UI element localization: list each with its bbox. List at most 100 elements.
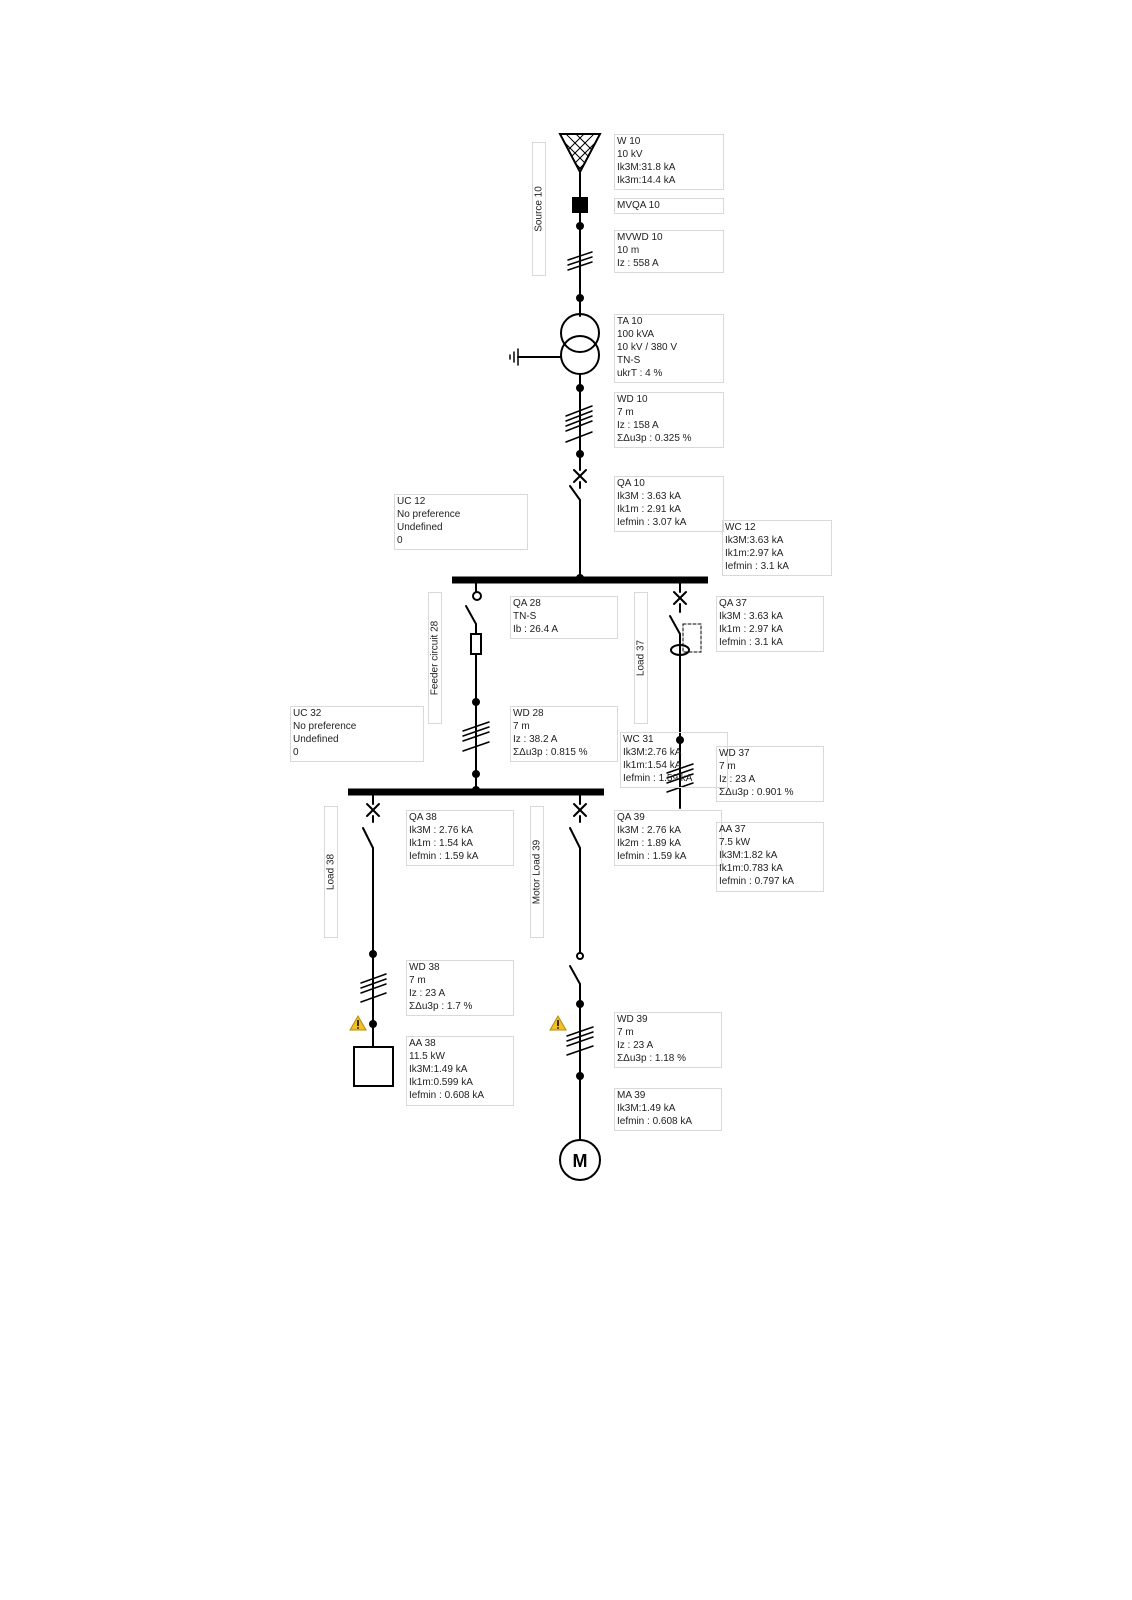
label-line: 7 m (409, 975, 426, 986)
label-line: Iz : 158 A (617, 420, 659, 431)
label-line: Ik1m:2.97 kA (725, 548, 784, 559)
label-line: ΣΔu3p : 0.325 % (617, 433, 692, 444)
label-line: 10 kV (617, 149, 643, 160)
label-line: Ik3M:1.49 kA (617, 1103, 676, 1114)
tag-source-10: Source 10 (532, 142, 546, 276)
mv-cable-ticks (567, 251, 593, 271)
label-line: Ik1m:0.783 kA (719, 863, 783, 874)
label-line: QA 38 (409, 812, 437, 823)
label-line: TN-S (513, 611, 537, 622)
tag-load-37: Load 37 (634, 592, 648, 724)
label-line: Ik1m:1.54 kA (623, 760, 682, 771)
earth-symbol (509, 348, 519, 366)
label-line: Iefmin : 0.608 kA (409, 1090, 485, 1101)
label-w10[interactable]: W 10 10 kV Ik3M:31.8 kA Ik3m:14.4 kA (614, 134, 724, 190)
label-line: QA 39 (617, 812, 645, 823)
transformer-symbol[interactable] (560, 313, 600, 375)
motor-ma39-symbol[interactable] (559, 1139, 601, 1181)
mv-breaker-symbol[interactable] (572, 197, 588, 213)
label-line: WD 39 (617, 1014, 648, 1025)
label-line: WD 10 (617, 394, 648, 405)
label-line: 0 (293, 747, 299, 758)
label-wd10[interactable]: WD 10 7 m Iz : 158 A ΣΔu3p : 0.325 % (614, 392, 724, 448)
cable-ticks-wd39 (566, 1026, 594, 1056)
label-line: Iefmin : 1.59 kA (617, 851, 687, 862)
label-line: 11.5 kW (409, 1051, 445, 1062)
label-wd37[interactable]: WD 37 7 m Iz : 23 A ΣΔu3p : 0.901 % (716, 746, 824, 802)
tag-load-38: Load 38 (324, 806, 338, 938)
label-line: Undefined (293, 734, 339, 745)
label-line: 7 m (617, 407, 634, 418)
label-line: QA 28 (513, 598, 541, 609)
label-mvqa10[interactable]: MVQA 10 (614, 198, 724, 214)
label-line: Iefmin : 3.1 kA (725, 561, 789, 572)
label-qa37[interactable]: QA 37 Ik3M : 3.63 kA Ik1m : 2.97 kA Iefmin … (716, 596, 824, 652)
label-line: 7 m (617, 1027, 634, 1038)
label-line: Iz : 23 A (409, 988, 446, 999)
label-line: AA 38 (409, 1038, 436, 1049)
label-line: ΣΔu3p : 0.901 % (719, 787, 794, 798)
label-line: Iefmin : 0.608 kA (617, 1116, 693, 1127)
tag-feeder-circuit-28: Feeder circuit 28 (428, 592, 442, 724)
label-line: ΣΔu3p : 0.815 % (513, 747, 588, 758)
grid-source-symbol[interactable] (544, 133, 616, 175)
label-line: Iefmin : 1.59 kA (409, 851, 479, 862)
breaker-qa10-symbol[interactable] (569, 469, 587, 579)
label-line: Iefmin : 3.07 kA (617, 517, 687, 528)
label-line: Ik3M:1.82 kA (719, 850, 778, 861)
label-line: Iz : 23 A (719, 774, 756, 785)
load-aa38-symbol[interactable] (353, 1046, 394, 1087)
motor-letter: M (573, 1151, 588, 1171)
breaker-qa39-symbol[interactable] (569, 791, 587, 953)
label-line: Ik3M : 3.63 kA (719, 611, 783, 622)
label-line: No preference (397, 509, 461, 520)
label-line: Ik3M:31.8 kA (617, 162, 676, 173)
label-line: ΣΔu3p : 1.7 % (409, 1001, 473, 1012)
label-line: TA 10 (617, 316, 643, 327)
label-line: WD 37 (719, 748, 750, 759)
label-line: QA 10 (617, 478, 645, 489)
label-line: Ik1m : 2.91 kA (617, 504, 681, 515)
label-line: ΣΔu3p : 1.18 % (617, 1053, 687, 1064)
contactor-symbol[interactable] (569, 952, 584, 1141)
switch-fuse-qa28-symbol[interactable] (465, 579, 482, 791)
label-line: Iefmin : 0.797 kA (719, 876, 795, 887)
label-line: Ik1m : 2.97 kA (719, 624, 783, 635)
warning-icon[interactable] (349, 1014, 367, 1031)
label-line: Iz : 558 A (617, 258, 659, 269)
breaker-qa38-symbol[interactable] (362, 791, 380, 1047)
label-line: 7 m (719, 761, 736, 772)
label-wd39[interactable]: WD 39 7 m Iz : 23 A ΣΔu3p : 1.18 % (614, 1012, 722, 1068)
warning-icon[interactable] (549, 1014, 567, 1031)
lv-cable-ticks-wd10 (565, 405, 593, 443)
cable-ticks-wd38 (360, 973, 387, 1003)
label-line: QA 37 (719, 598, 747, 609)
label-line: Iz : 23 A (617, 1040, 654, 1051)
label-line: Iefmin : 3.1 kA (719, 637, 783, 648)
label-line: MVWD 10 (617, 232, 663, 243)
label-line: 7 m (513, 721, 530, 732)
label-line: Ik3M : 2.76 kA (617, 825, 681, 836)
label-line: TN-S (617, 355, 641, 366)
label-line: Ik3m:14.4 kA (617, 175, 676, 186)
label-line: Iefmin : 1.59 kA (623, 773, 693, 784)
tag-motor-load-39: Motor Load 39 (530, 806, 544, 938)
label-line: W 10 (617, 136, 641, 147)
label-line: Iz : 38.2 A (513, 734, 558, 745)
